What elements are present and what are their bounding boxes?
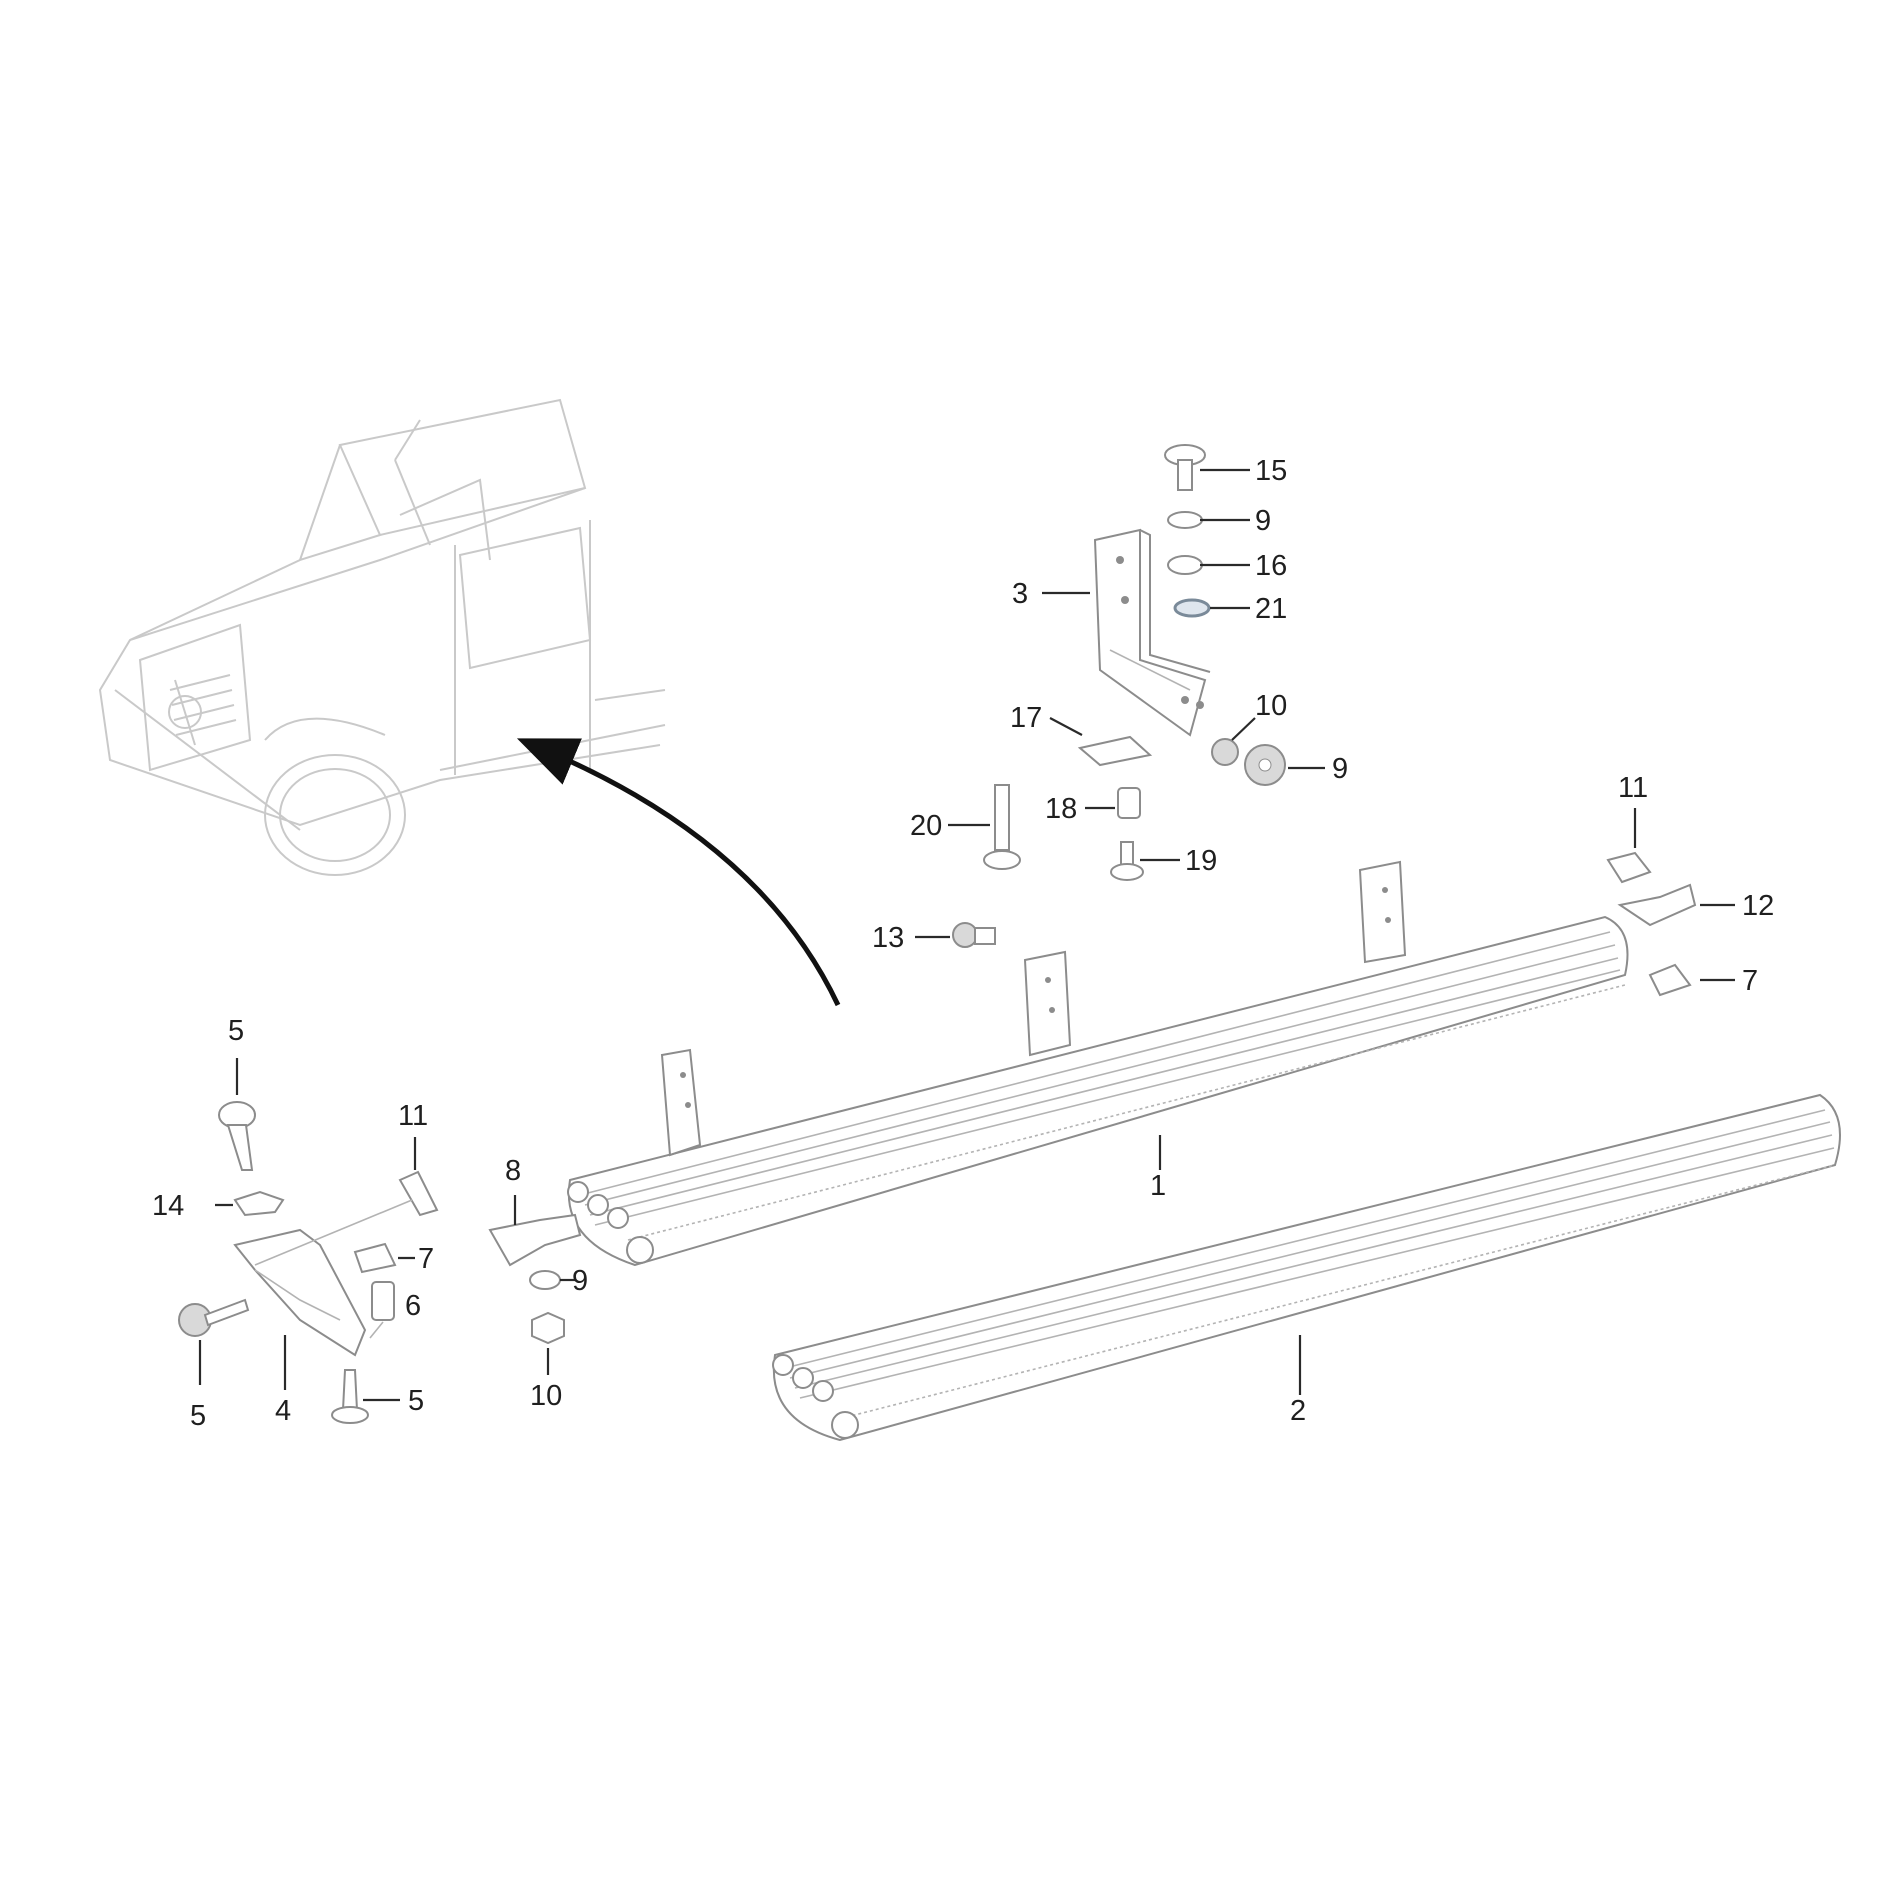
plate-17 — [1077, 735, 1153, 767]
callout-2: 2 — [1290, 1395, 1306, 1427]
callout-5-left: 5 — [190, 1400, 206, 1432]
callout-8: 8 — [505, 1155, 521, 1187]
clip-7-right — [1648, 963, 1692, 997]
washer-16 — [1167, 555, 1203, 575]
callout-5-top: 5 — [228, 1015, 244, 1047]
clip-8 — [488, 1213, 582, 1267]
spacer-18 — [1117, 787, 1141, 819]
callout-4: 4 — [275, 1395, 291, 1427]
bolt-13 — [952, 922, 996, 948]
nut-10-left — [531, 1311, 565, 1345]
bolt-5-left — [178, 1298, 250, 1337]
callout-16: 16 — [1255, 550, 1287, 582]
washer-9-top — [1167, 511, 1203, 529]
vehicle-outline — [98, 398, 666, 876]
leader-lines — [198, 468, 1735, 1402]
callout-9-left: 9 — [572, 1265, 588, 1297]
callout-20: 20 — [910, 810, 942, 842]
location-arrow — [516, 738, 841, 1007]
callout-21: 21 — [1255, 593, 1287, 625]
callout-3: 3 — [1012, 578, 1028, 610]
callout-19: 19 — [1185, 845, 1217, 877]
callout-12: 12 — [1742, 890, 1774, 922]
washer-21 — [1173, 598, 1211, 618]
washer-9-left — [529, 1270, 561, 1290]
clip-12 — [1617, 883, 1697, 927]
running-board-1 — [567, 860, 1629, 1267]
callout-11-right: 11 — [1618, 772, 1648, 804]
callout-17: 17 — [1010, 702, 1042, 734]
nut-10-right — [1211, 738, 1239, 766]
callout-11-left: 11 — [398, 1100, 428, 1132]
screw-15 — [1164, 444, 1206, 491]
callout-13: 13 — [872, 922, 904, 954]
callout-7-left: 7 — [418, 1243, 434, 1275]
callout-9-right: 9 — [1332, 753, 1348, 785]
clip-14 — [233, 1190, 285, 1217]
running-board-2 — [772, 1093, 1841, 1442]
clip-11-right — [1606, 851, 1652, 884]
callout-14: 14 — [152, 1190, 184, 1222]
bracket-3 — [1093, 528, 1211, 737]
callout-18: 18 — [1045, 793, 1077, 825]
callout-9-top: 9 — [1255, 505, 1271, 537]
callout-6: 6 — [405, 1290, 421, 1322]
screw-5-top — [218, 1101, 256, 1171]
clip-7-left — [353, 1242, 397, 1274]
callout-10-right: 10 — [1255, 690, 1287, 722]
bolt-20 — [983, 784, 1021, 870]
clip-11-left — [398, 1170, 439, 1217]
callout-7-right: 7 — [1742, 965, 1758, 997]
callout-15: 15 — [1255, 455, 1287, 487]
screw-5-bottom — [331, 1369, 369, 1424]
callout-labels: 1 2 3 4 5 5 5 6 7 7 8 9 9 9 10 10 11 11 … — [152, 455, 1774, 1432]
callout-10-left: 10 — [530, 1380, 562, 1412]
spacer-6 — [371, 1281, 395, 1321]
callout-1: 1 — [1150, 1170, 1166, 1202]
screw-19 — [1110, 841, 1144, 881]
callout-5-bottom: 5 — [408, 1385, 424, 1417]
end-cap-4 — [233, 1228, 367, 1357]
